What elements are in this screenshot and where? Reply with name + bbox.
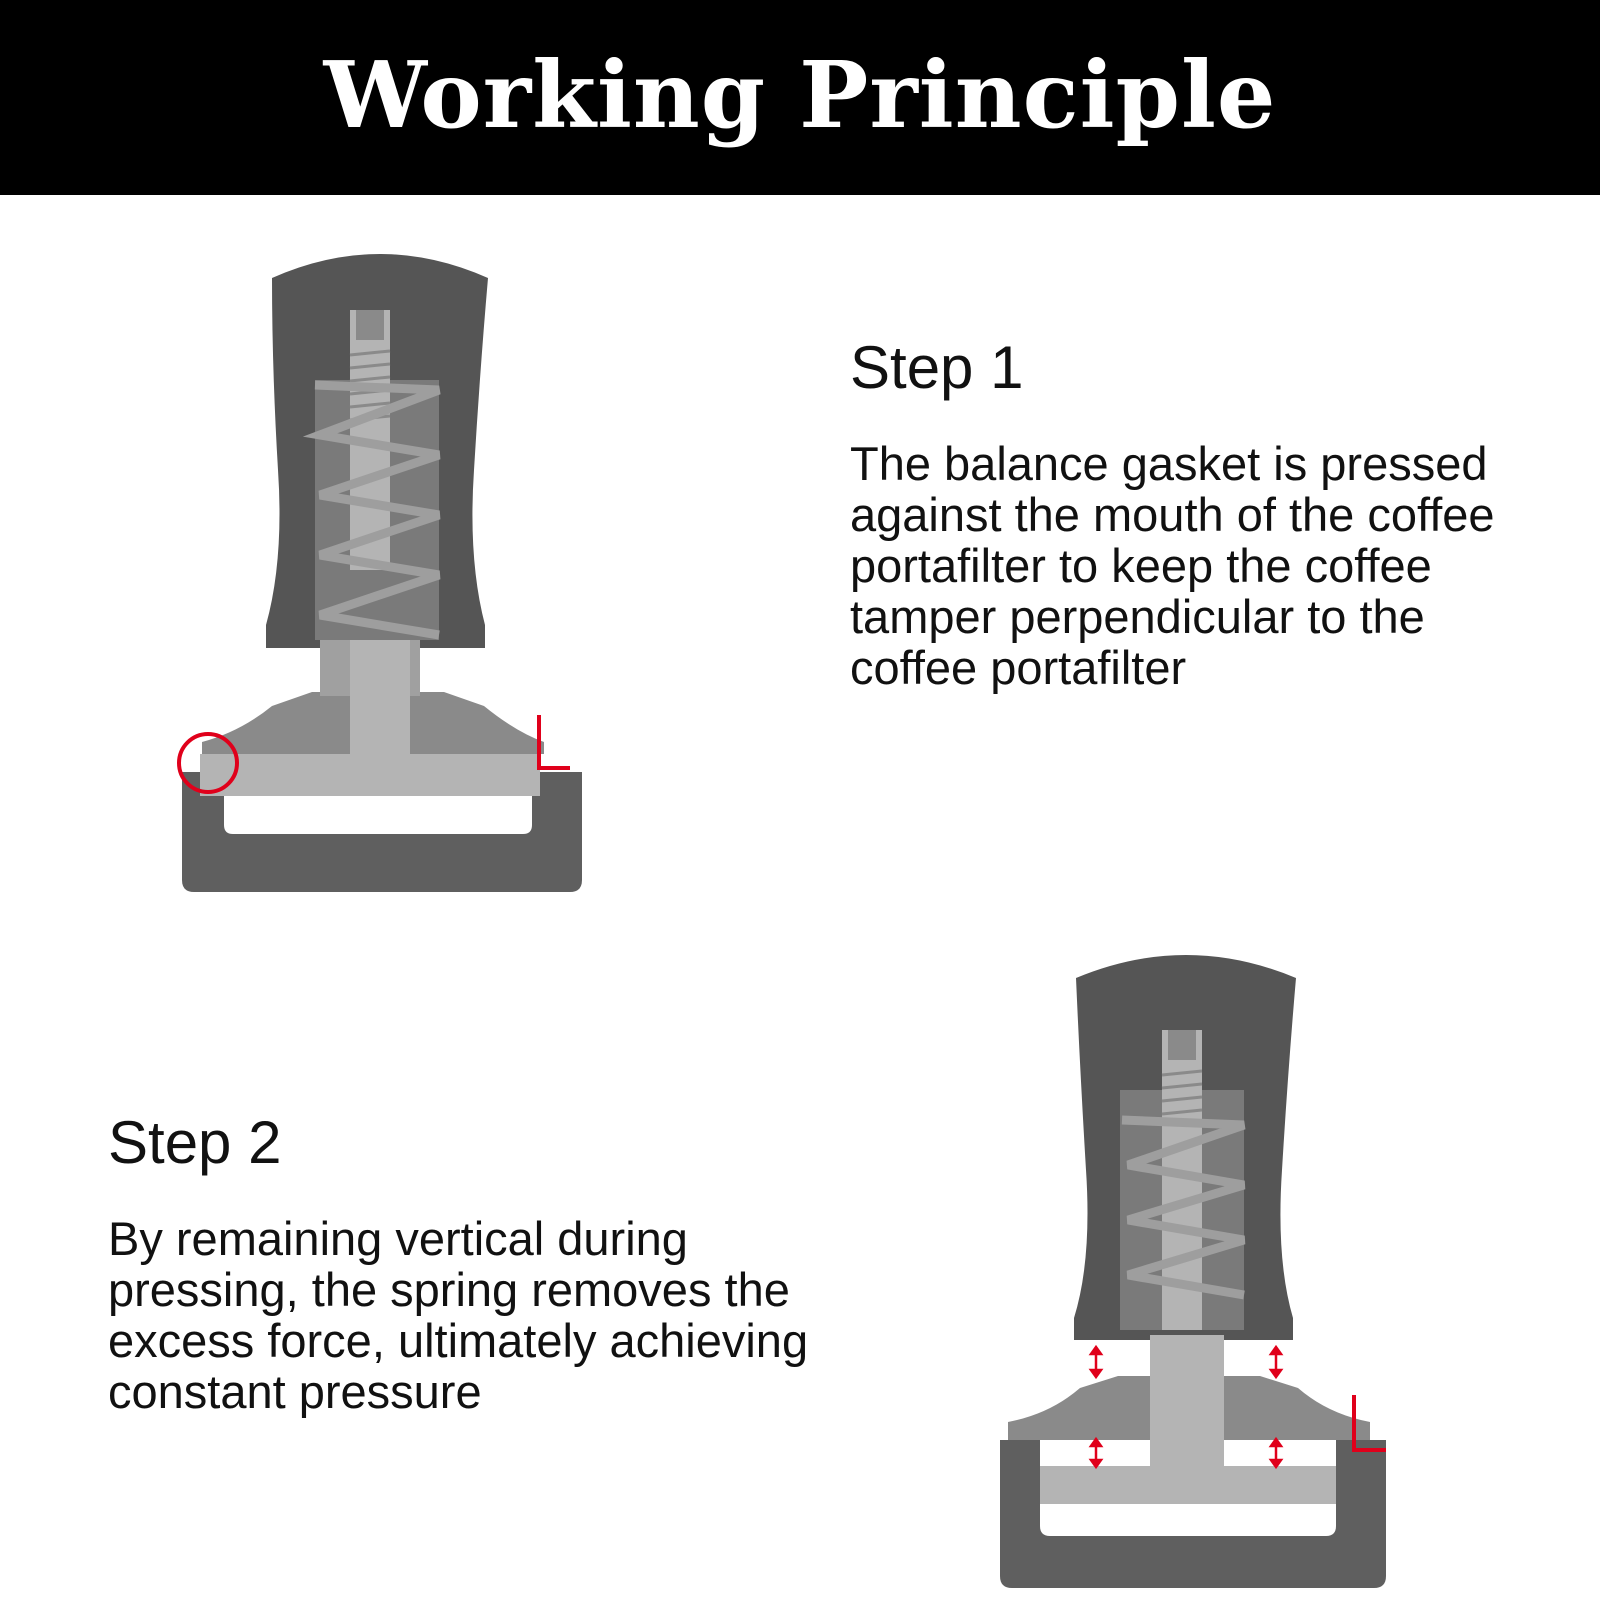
tamper-diagram-step-1: [177, 254, 582, 892]
step-2-block: Step 2 By remaining vertical during pres…: [108, 1109, 848, 1418]
lower-shaft: [1150, 1335, 1224, 1467]
step-1-description: The balance gasket is pressed against th…: [850, 437, 1495, 694]
portafilter-basket: [1000, 1440, 1386, 1588]
right-angle-marker: [1352, 1395, 1386, 1452]
gap-arrows: [1088, 1344, 1284, 1470]
shaft-cap: [356, 310, 384, 340]
spring: [302, 380, 441, 640]
right-angle-marker: [537, 715, 570, 770]
tamper-diagram-step-2: [1000, 955, 1386, 1588]
spring: [1121, 1115, 1246, 1300]
gasket-highlight-circle: [177, 732, 239, 794]
shaft-cap: [1168, 1030, 1196, 1060]
step-2-heading: Step 2: [108, 1109, 282, 1176]
header-bar: Working Principle: [0, 0, 1600, 195]
shaft-neck: [350, 640, 410, 760]
tamper-base-plate: [200, 754, 540, 796]
shaft-thread: [1161, 1069, 1203, 1116]
step-1-heading: Step 1: [850, 334, 1024, 401]
tamper-base-plate: [1040, 1466, 1336, 1504]
page-title: Working Principle: [323, 40, 1277, 149]
portafilter-basket: [182, 772, 582, 892]
step-2-description: By remaining vertical during pressing, t…: [108, 1212, 809, 1418]
step-1-block: Step 1 The balance gasket is pressed aga…: [850, 334, 1550, 694]
